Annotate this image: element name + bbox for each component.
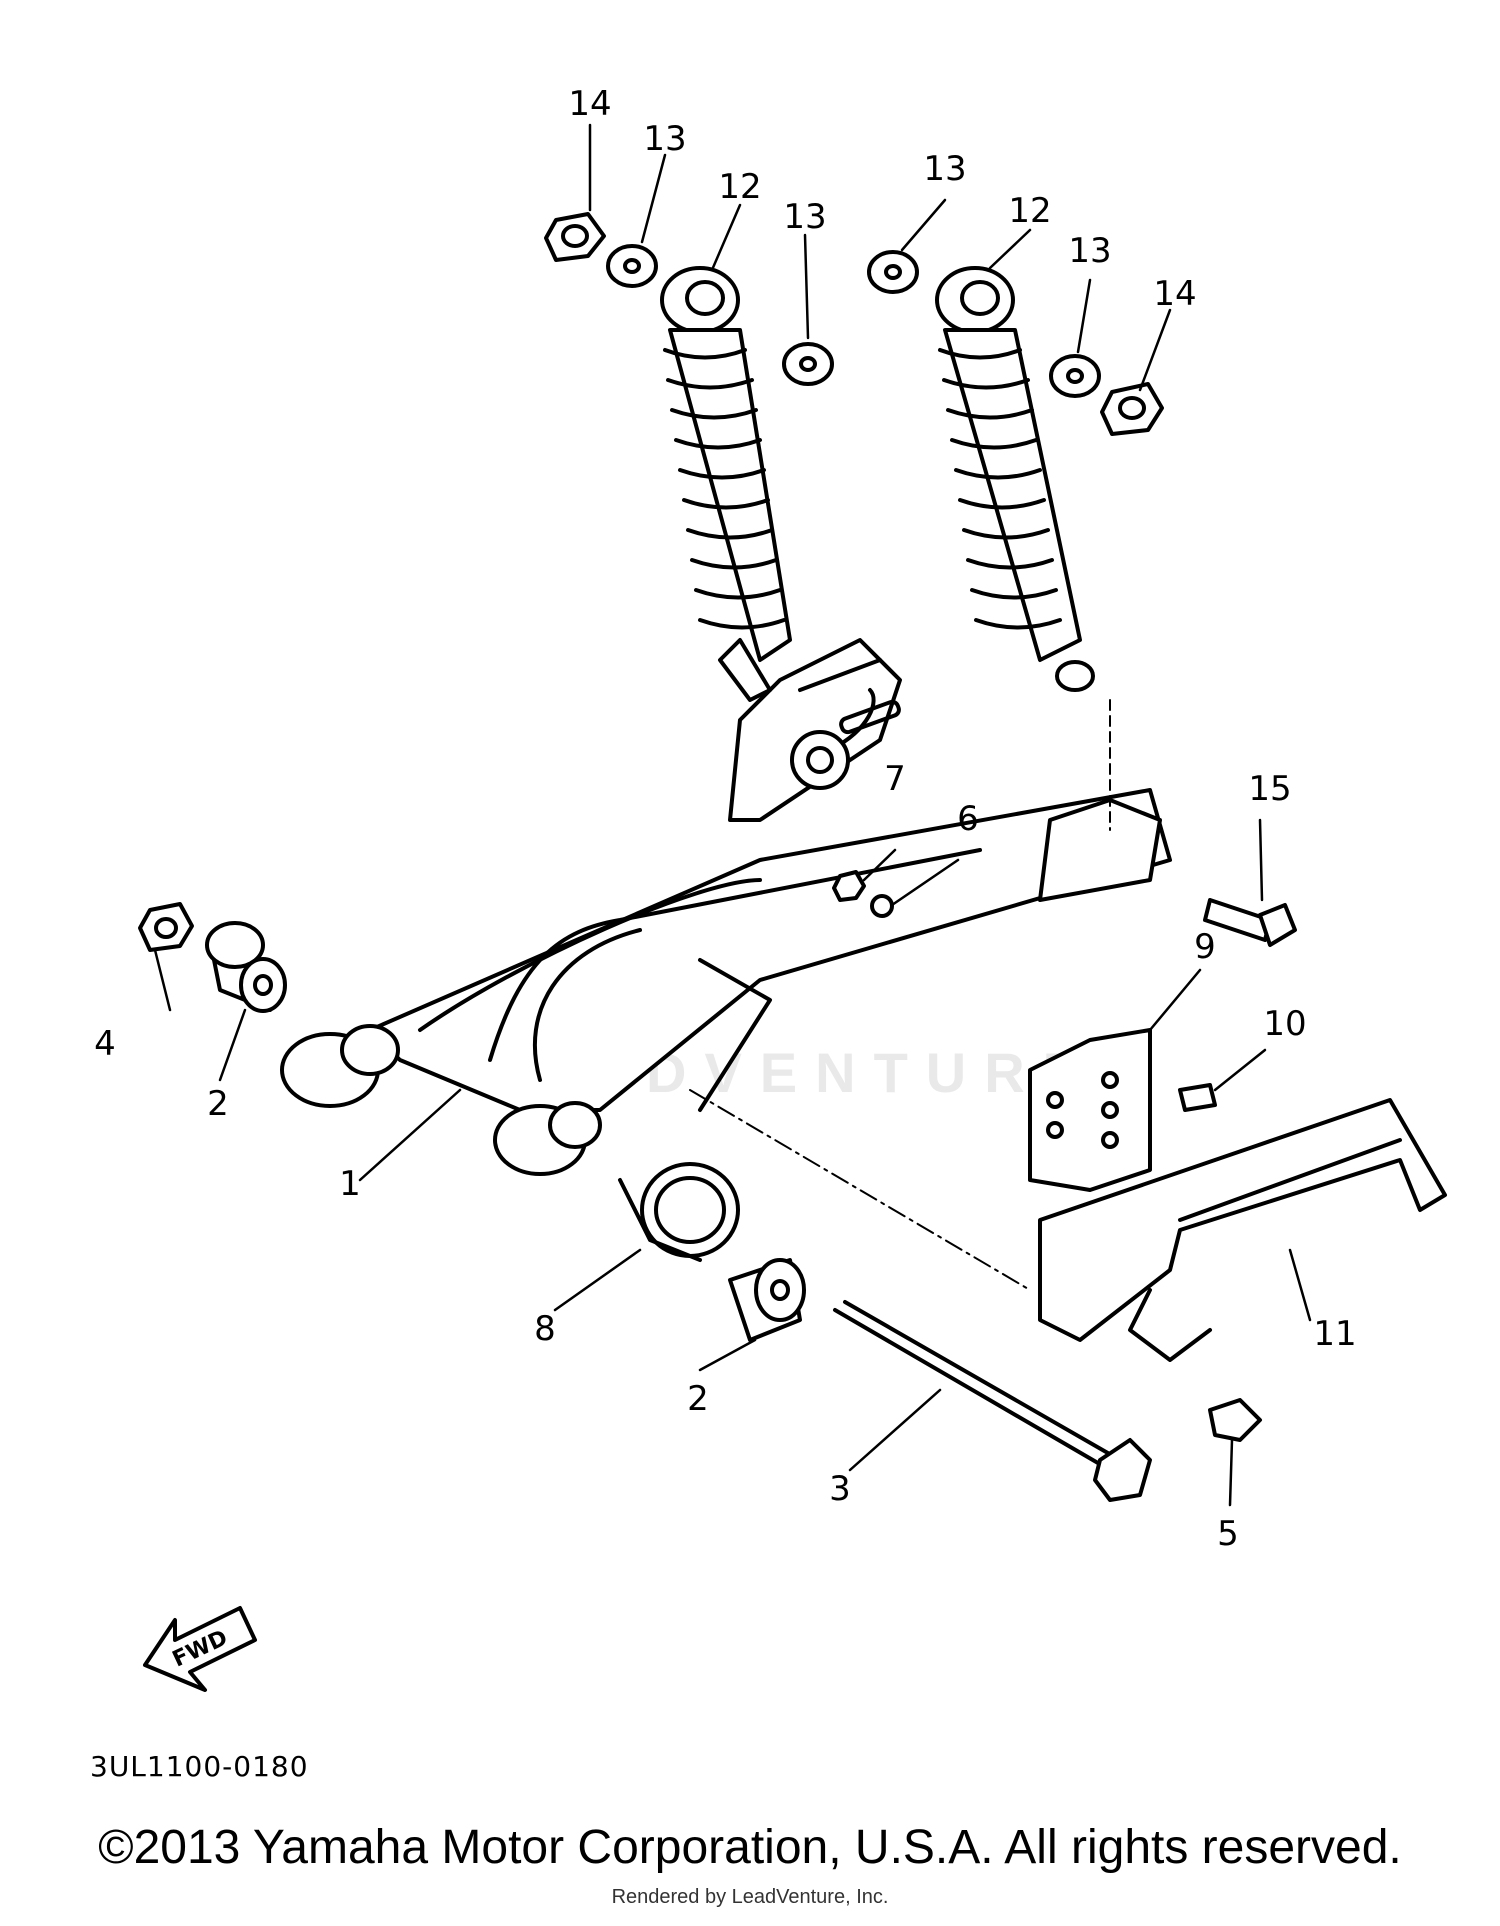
washer-13-d — [1049, 354, 1101, 398]
swingarm-part — [280, 638, 1172, 1176]
washer-13-c — [867, 250, 919, 294]
shock-absorber-left — [660, 266, 792, 702]
shock-absorber-right — [935, 266, 1111, 831]
callout-13-c: 13 — [923, 149, 966, 189]
callout-12-b: 12 — [1008, 191, 1051, 231]
rendered-by-notice: Rendered by LeadVenture, Inc. — [611, 1886, 889, 1908]
nut-14-a — [544, 212, 606, 262]
callout-3: 3 — [829, 1469, 851, 1509]
bolt-7 — [1178, 1083, 1217, 1112]
bolt-15 — [1203, 898, 1297, 947]
callout-10: 11 — [1313, 1314, 1356, 1354]
bushing-2-b — [728, 1258, 806, 1342]
nut-14-b — [1100, 382, 1164, 436]
callout-5: 8 — [534, 1309, 556, 1349]
callout-7: 10 — [1263, 1004, 1306, 1044]
fwd-arrow-icon — [143, 1606, 257, 1692]
copyright-notice: ©2013 Yamaha Motor Corporation, U.S.A. A… — [98, 1821, 1402, 1874]
bracket-6 — [1028, 1028, 1152, 1192]
washer-13-a — [606, 244, 658, 288]
nut-9 — [832, 870, 866, 902]
callout-13-d: 13 — [1068, 231, 1111, 271]
callout-2-b: 2 — [687, 1379, 709, 1419]
pivot-shaft-3 — [833, 1300, 1152, 1502]
bushing-2-a — [205, 921, 287, 1013]
diagram-code: 3UL1100-0180 — [90, 1750, 309, 1783]
callout-2-a: 2 — [207, 1084, 229, 1124]
callout-13-b: 13 — [783, 197, 826, 237]
nut-4 — [138, 902, 194, 952]
callout-8: 6 — [957, 799, 979, 839]
callout-12-a: 12 — [718, 167, 761, 207]
callout-6: 9 — [1194, 927, 1216, 967]
callout-14-a: 14 — [568, 84, 611, 124]
callout-11: 5 — [1217, 1514, 1239, 1554]
callout-4: 4 — [94, 1024, 116, 1064]
collar-5 — [618, 1162, 740, 1262]
washer-13-b — [782, 342, 834, 386]
callout-13-a: 13 — [643, 119, 686, 159]
callout-9: 7 — [884, 759, 906, 799]
callout-14-b: 14 — [1153, 274, 1196, 314]
callout-1: 1 — [339, 1164, 361, 1204]
chain-guard-10 — [1038, 1098, 1447, 1362]
callout-15: 15 — [1248, 769, 1291, 809]
bolt-11 — [1208, 1398, 1262, 1442]
